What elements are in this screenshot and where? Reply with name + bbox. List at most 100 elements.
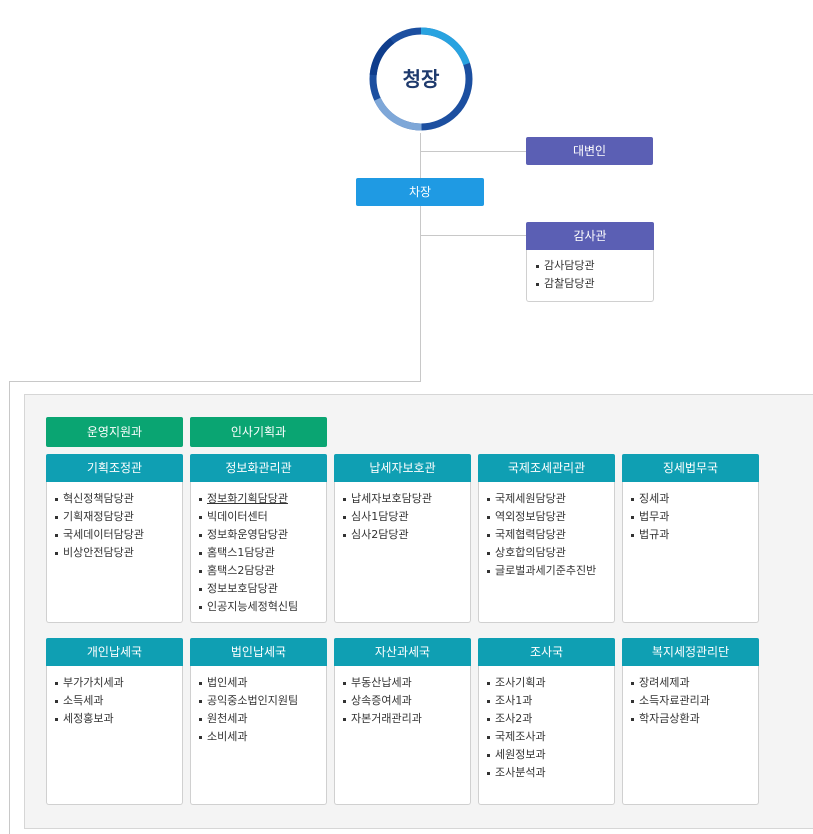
row1-header-1[interactable]: 정보화관리관 bbox=[190, 454, 327, 482]
list-item[interactable]: 심사1담당관 bbox=[343, 508, 470, 526]
list-item[interactable]: 자본거래관리과 bbox=[343, 710, 470, 728]
list-item-label: 조사2과 bbox=[495, 712, 533, 725]
list-item[interactable]: 상속증여세과 bbox=[343, 692, 470, 710]
list-item[interactable]: 기획재정담당관 bbox=[55, 508, 182, 526]
list-item-label: 납세자보호담당관 bbox=[351, 492, 432, 505]
commissioner-label: 청장 bbox=[402, 67, 440, 91]
list-item[interactable]: 조사2과 bbox=[487, 710, 614, 728]
list-item[interactable]: 법규과 bbox=[631, 526, 758, 544]
list-item[interactable]: 납세자보호담당관 bbox=[343, 490, 470, 508]
list-item-label: 심사2담당관 bbox=[351, 528, 409, 541]
row2-header-4[interactable]: 복지세정관리단 bbox=[622, 638, 759, 666]
list-item[interactable]: 홈택스2담당관 bbox=[199, 562, 326, 580]
list-item-label: 감찰담당관 bbox=[544, 277, 595, 290]
list-item-label: 법인세과 bbox=[207, 676, 248, 689]
list-item-label: 비상안전담당관 bbox=[63, 546, 134, 559]
list-item[interactable]: 법인세과 bbox=[199, 674, 326, 692]
list-item-label: 국세데이터담당관 bbox=[63, 528, 144, 541]
list-item[interactable]: 법무과 bbox=[631, 508, 758, 526]
list-item[interactable]: 비상안전담당관 bbox=[55, 544, 182, 562]
list-item[interactable]: 심사2담당관 bbox=[343, 526, 470, 544]
list-item[interactable]: 상호합의담당관 bbox=[487, 544, 614, 562]
list-item[interactable]: 역외정보담당관 bbox=[487, 508, 614, 526]
list-item-label: 소비세과 bbox=[207, 730, 248, 743]
spokesperson-box[interactable]: 대변인 bbox=[526, 137, 653, 165]
list-item[interactable]: 혁신정책담당관 bbox=[55, 490, 182, 508]
list-item[interactable]: 글로벌과세기준추진반 bbox=[487, 562, 614, 580]
list-item[interactable]: 감찰담당관 bbox=[536, 275, 653, 293]
list-item[interactable]: 감사담당관 bbox=[536, 257, 653, 275]
list-item-label: 조사1과 bbox=[495, 694, 533, 707]
deputy-box[interactable]: 차장 bbox=[356, 178, 484, 206]
list-item-label: 장려세제과 bbox=[639, 676, 690, 689]
list-item[interactable]: 소득세과 bbox=[55, 692, 182, 710]
list-item[interactable]: 소비세과 bbox=[199, 728, 326, 746]
list-item-label: 세원정보과 bbox=[495, 748, 546, 761]
list-item[interactable]: 원천세과 bbox=[199, 710, 326, 728]
audit-header[interactable]: 감사관 bbox=[526, 222, 654, 250]
list-item-label: 법규과 bbox=[639, 528, 670, 541]
row2-header-1[interactable]: 법인납세국 bbox=[190, 638, 327, 666]
connector-branch bbox=[9, 381, 421, 382]
list-item[interactable]: 조사1과 bbox=[487, 692, 614, 710]
list-item-label: 국제협력담당관 bbox=[495, 528, 566, 541]
row1-header-4[interactable]: 징세법무국 bbox=[622, 454, 759, 482]
list-item-label: 기획재정담당관 bbox=[63, 510, 134, 523]
list-item-label: 상호합의담당관 bbox=[495, 546, 566, 559]
list-item[interactable]: 국제세원담당관 bbox=[487, 490, 614, 508]
list-item[interactable]: 홈택스1담당관 bbox=[199, 544, 326, 562]
commissioner-node[interactable]: 청장 bbox=[367, 25, 475, 133]
list-item-label: 국제세원담당관 bbox=[495, 492, 566, 505]
list-item[interactable]: 인공지능세정혁신팀 bbox=[199, 598, 326, 616]
list-item-label: 부동산납세과 bbox=[351, 676, 412, 689]
row2-header-3[interactable]: 조사국 bbox=[478, 638, 615, 666]
list-item[interactable]: 징세과 bbox=[631, 490, 758, 508]
row1-header-0[interactable]: 기획조정관 bbox=[46, 454, 183, 482]
row1-header-3[interactable]: 국제조세관리관 bbox=[478, 454, 615, 482]
list-item-label: 정보화기획담당관 bbox=[207, 492, 288, 505]
list-item[interactable]: 정보보호담당관 bbox=[199, 580, 326, 598]
list-item[interactable]: 소득자료관리과 bbox=[631, 692, 758, 710]
list-item-label: 소득자료관리과 bbox=[639, 694, 710, 707]
list-item[interactable]: 학자금상환과 bbox=[631, 710, 758, 728]
list-item[interactable]: 조사분석과 bbox=[487, 764, 614, 782]
list-item[interactable]: 장려세제과 bbox=[631, 674, 758, 692]
list-item-label: 심사1담당관 bbox=[351, 510, 409, 523]
row2-header-2[interactable]: 자산과세국 bbox=[334, 638, 471, 666]
list-item[interactable]: 정보화기획담당관 bbox=[199, 490, 326, 508]
list-item[interactable]: 국세데이터담당관 bbox=[55, 526, 182, 544]
list-item[interactable]: 정보화운영담당관 bbox=[199, 526, 326, 544]
row2-header-0[interactable]: 개인납세국 bbox=[46, 638, 183, 666]
list-item-label: 역외정보담당관 bbox=[495, 510, 566, 523]
green-box-0[interactable]: 운영지원과 bbox=[46, 417, 183, 447]
list-item[interactable]: 공익중소법인지원팀 bbox=[199, 692, 326, 710]
list-item[interactable]: 세정홍보과 bbox=[55, 710, 182, 728]
list-item-label: 공익중소법인지원팀 bbox=[207, 694, 299, 707]
list-item[interactable]: 빅데이터센터 bbox=[199, 508, 326, 526]
list-item-label: 감사담당관 bbox=[544, 259, 595, 272]
list-item-label: 상속증여세과 bbox=[351, 694, 412, 707]
list-item[interactable]: 부동산납세과 bbox=[343, 674, 470, 692]
row1-header-2[interactable]: 납세자보호관 bbox=[334, 454, 471, 482]
list-item[interactable]: 세원정보과 bbox=[487, 746, 614, 764]
green-box-1[interactable]: 인사기획과 bbox=[190, 417, 327, 447]
list-item-label: 징세과 bbox=[639, 492, 670, 505]
list-item[interactable]: 국제협력담당관 bbox=[487, 526, 614, 544]
list-item[interactable]: 부가가치세과 bbox=[55, 674, 182, 692]
list-item[interactable]: 국제조사과 bbox=[487, 728, 614, 746]
list-item[interactable]: 조사기획과 bbox=[487, 674, 614, 692]
